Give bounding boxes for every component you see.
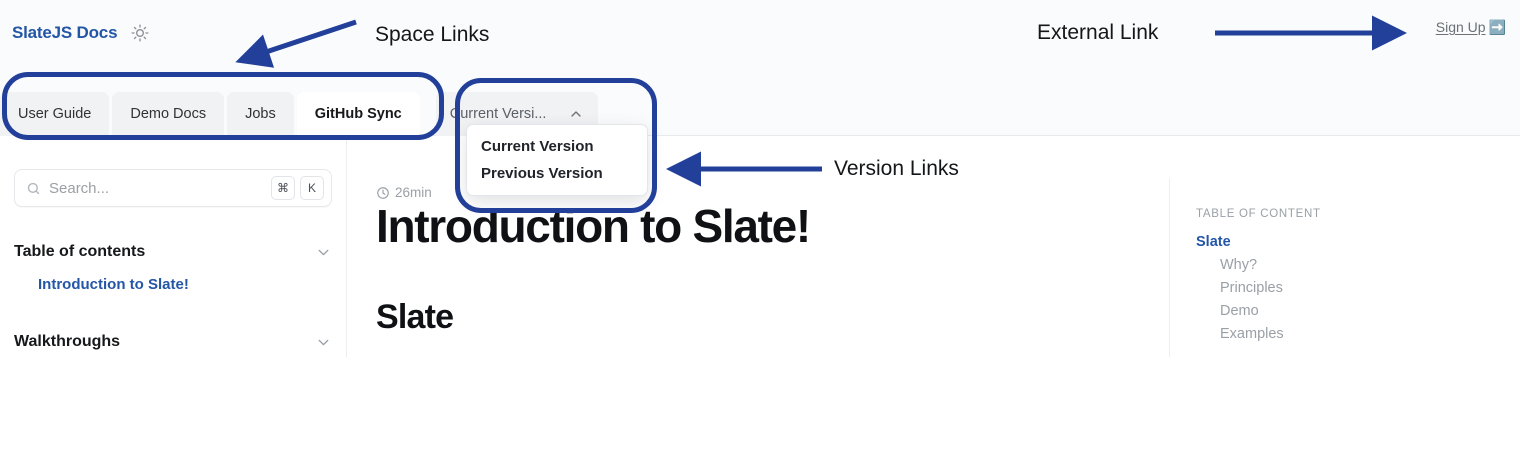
tab-github-sync[interactable]: GitHub Sync bbox=[296, 92, 420, 136]
toc-item-examples[interactable]: Examples bbox=[1220, 326, 1284, 342]
annotation-label-external-link: External Link bbox=[1037, 21, 1159, 44]
version-dropdown-menu: Current Version Previous Version bbox=[466, 124, 648, 196]
annotation-label-version-links: Version Links bbox=[834, 157, 959, 180]
version-option-current[interactable]: Current Version bbox=[481, 138, 594, 155]
clock-icon bbox=[376, 186, 390, 200]
chevron-up-icon bbox=[568, 106, 584, 122]
version-option-previous[interactable]: Previous Version bbox=[481, 165, 603, 182]
shortcut-key-k: K bbox=[300, 176, 324, 200]
annotation-label-space-links: Space Links bbox=[375, 23, 490, 46]
docs-app-viewport: SlateJS Docs Sign Up ➡️ User Guide Demo … bbox=[0, 0, 1520, 357]
search-icon bbox=[26, 181, 41, 196]
sun-icon[interactable] bbox=[129, 22, 151, 44]
signup-link-wrap[interactable]: Sign Up ➡️ bbox=[1436, 19, 1506, 35]
external-link-icon: ➡️ bbox=[1488, 19, 1506, 35]
toc-item-principles[interactable]: Principles bbox=[1220, 280, 1283, 296]
chevron-down-icon[interactable] bbox=[315, 244, 332, 261]
space-links-tabs: User Guide Demo Docs Jobs GitHub Sync Cu… bbox=[0, 84, 599, 136]
sidebar-group-title: Walkthroughs bbox=[14, 333, 121, 350]
table-of-content-panel: TABLE OF CONTENT Slate Why? Principles D… bbox=[1169, 178, 1520, 357]
read-time-meta: 26min bbox=[376, 185, 1168, 200]
search-placeholder: Search... bbox=[49, 179, 110, 197]
tab-user-guide[interactable]: User Guide bbox=[0, 92, 110, 136]
read-time-value: 26min bbox=[395, 185, 432, 200]
search-input[interactable]: Search... ⌘ K bbox=[14, 169, 332, 207]
signup-link[interactable]: Sign Up bbox=[1435, 19, 1486, 35]
sidebar-item-introduction-to-slate[interactable]: Introduction to Slate! bbox=[38, 276, 189, 293]
tab-jobs[interactable]: Jobs bbox=[227, 92, 294, 136]
section-heading-slate: Slate bbox=[376, 297, 454, 336]
tab-demo-docs[interactable]: Demo Docs bbox=[112, 92, 225, 136]
shortcut-key-cmd: ⌘ bbox=[271, 176, 295, 200]
toc-item-demo[interactable]: Demo bbox=[1220, 303, 1259, 319]
toc-panel-title: TABLE OF CONTENT bbox=[1196, 208, 1321, 220]
sidebar-group-table-of-contents[interactable]: Table of contents bbox=[14, 243, 332, 261]
toc-item-why[interactable]: Why? bbox=[1220, 257, 1258, 273]
header-top-row: SlateJS Docs bbox=[0, 0, 1520, 66]
main-content: 26min Introduction to Slate! Slate bbox=[348, 137, 1168, 357]
version-select-value: Current Versi... bbox=[449, 106, 547, 122]
sidebar-group-walkthroughs[interactable]: Walkthroughs bbox=[14, 333, 332, 351]
app-header: SlateJS Docs Sign Up ➡️ User Guide Demo … bbox=[0, 0, 1520, 136]
chevron-down-icon[interactable] bbox=[315, 334, 332, 351]
page-title: Introduction to Slate! bbox=[376, 200, 811, 252]
toc-item-slate[interactable]: Slate bbox=[1196, 234, 1231, 250]
sidebar-group-title: Table of contents bbox=[14, 243, 146, 260]
left-sidebar: Search... ⌘ K Table of contents Introduc… bbox=[0, 137, 347, 357]
brand-logo[interactable]: SlateJS Docs bbox=[12, 23, 118, 42]
